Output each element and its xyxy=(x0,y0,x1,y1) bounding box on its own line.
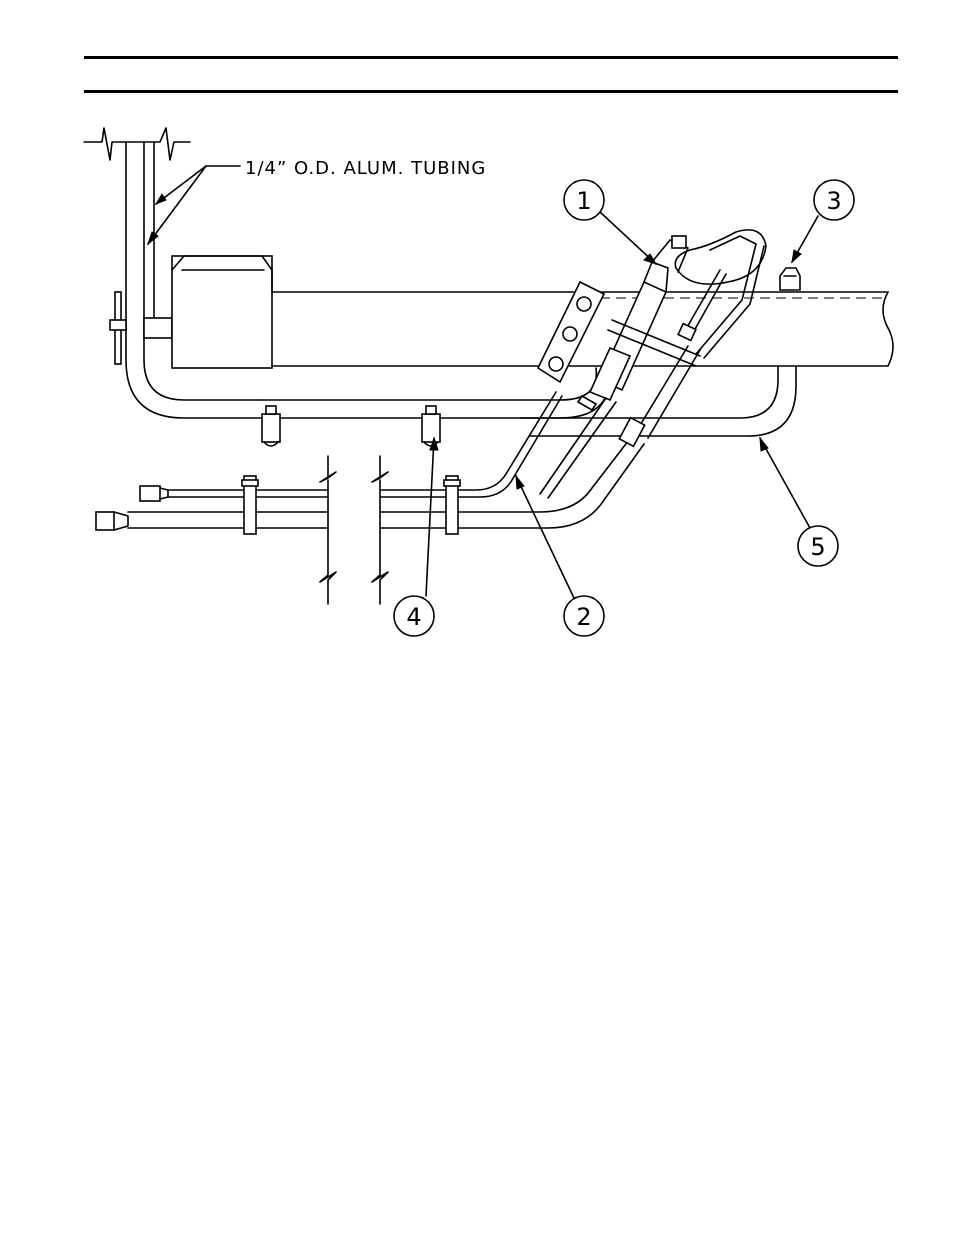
callout-5-number: 5 xyxy=(810,533,825,561)
break-lines xyxy=(320,456,388,604)
lead-clamps xyxy=(242,476,460,534)
callout-2-number: 2 xyxy=(576,603,591,631)
gas-valve-body xyxy=(172,256,272,368)
callout-2: 2 xyxy=(564,596,604,636)
left-valve-fitting xyxy=(110,292,172,364)
callout-4: 4 xyxy=(394,596,434,636)
pilot-tubing-loop xyxy=(262,366,796,436)
pipe-nut xyxy=(780,268,800,290)
callout-1-number: 1 xyxy=(576,187,591,215)
callout-5: 5 xyxy=(798,526,838,566)
callout-3: 3 xyxy=(814,180,854,220)
tubing-label: 1/4” O.D. ALUM. TUBING xyxy=(245,158,486,179)
callout-4-number: 4 xyxy=(406,603,421,631)
tubing-clamp-fittings xyxy=(262,406,440,446)
callout-1: 1 xyxy=(564,180,604,220)
pilot-bracket xyxy=(538,282,604,382)
callout-3-number: 3 xyxy=(826,187,841,215)
